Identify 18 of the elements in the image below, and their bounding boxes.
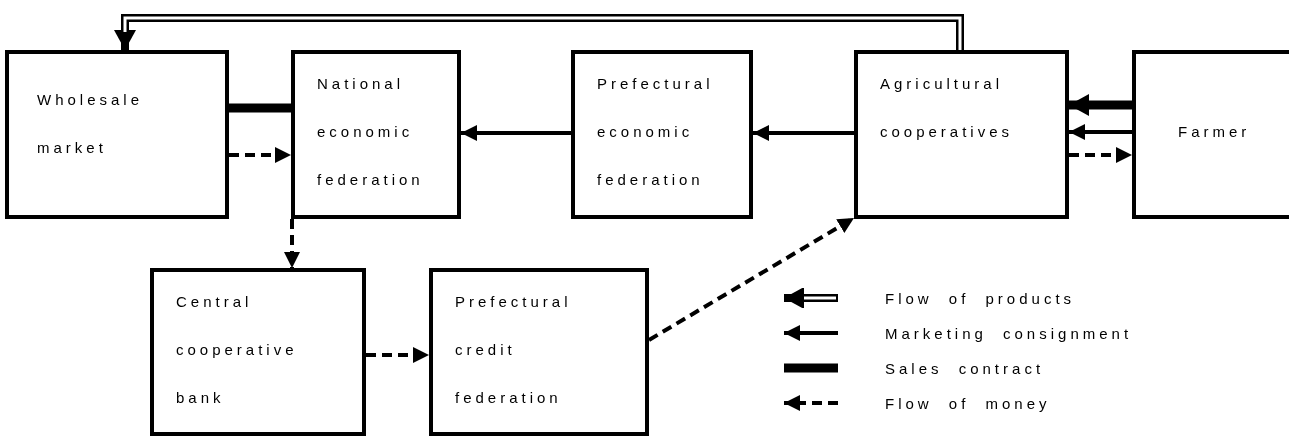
legend-label: Sales contract	[885, 359, 1045, 377]
process-box	[291, 50, 461, 219]
box-label: Farmer	[1178, 122, 1251, 142]
process-box	[5, 50, 229, 219]
process-box	[1132, 50, 1289, 219]
process-box	[429, 268, 649, 436]
box-label: Prefectural credit federation	[455, 292, 572, 408]
process-box	[150, 268, 366, 436]
process-box	[571, 50, 753, 219]
legend-label: Marketing consignment	[885, 324, 1133, 342]
box-label: Central cooperative bank	[176, 292, 298, 408]
box-label: Agricultural cooperatives	[880, 74, 1014, 142]
box-label: Wholesale market	[37, 90, 144, 158]
process-box	[854, 50, 1069, 219]
legend-label: Flow of products	[885, 289, 1076, 307]
legend-label: Flow of money	[885, 394, 1051, 412]
box-label: Prefectural economic federation	[597, 74, 714, 190]
box-label: National economic federation	[317, 74, 424, 190]
